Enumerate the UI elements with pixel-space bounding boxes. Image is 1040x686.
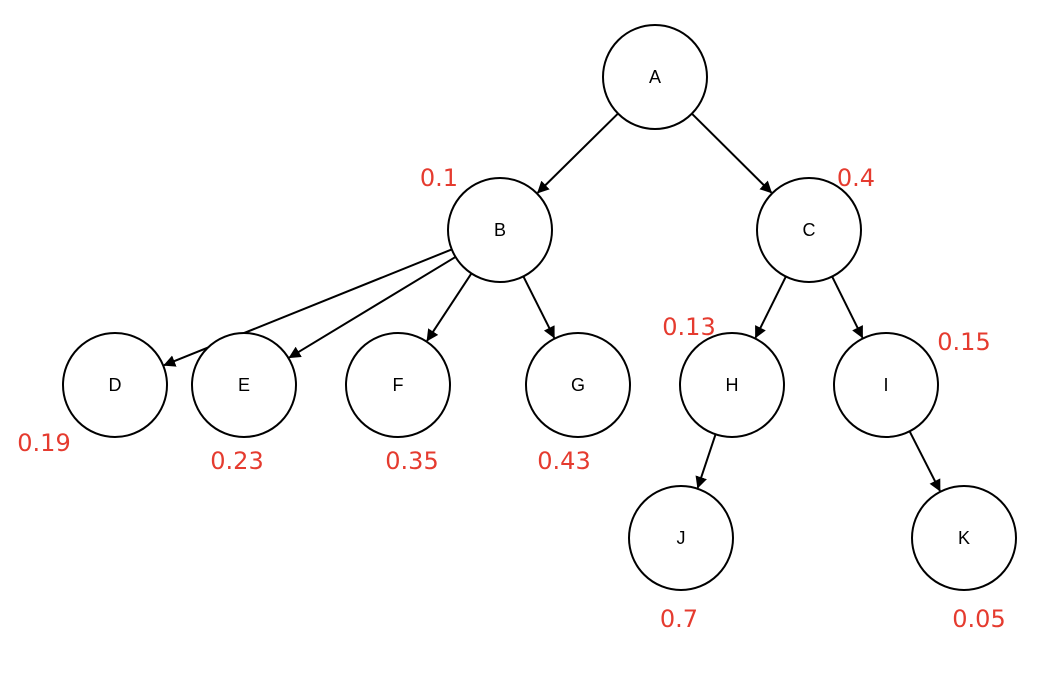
node-circle	[345, 332, 451, 438]
edge-c-h	[754, 276, 787, 339]
edge-i-k	[908, 430, 941, 492]
node-label: G	[571, 375, 585, 395]
weight-label-k: 0.05	[952, 605, 1005, 633]
node-circle	[833, 332, 939, 438]
node-label: H	[726, 375, 739, 395]
node-label: F	[393, 375, 404, 395]
node-circle	[911, 485, 1017, 591]
weights-layer: 0.1 0.4 0.19 0.23 0.35 0.43 0.13 0.15 0.7 0.05	[17, 164, 1005, 633]
edge-a-c	[691, 112, 773, 194]
node-j: J	[628, 485, 734, 591]
node-circle	[191, 332, 297, 438]
node-a: A	[602, 24, 708, 130]
node-circle	[447, 177, 553, 283]
node-d: D	[62, 332, 168, 438]
weight-label-h: 0.13	[662, 313, 715, 341]
node-label: I	[883, 375, 888, 395]
weight-label-b: 0.1	[420, 164, 458, 192]
node-b: B	[447, 177, 553, 283]
node-label: J	[677, 528, 686, 548]
node-label: K	[958, 528, 970, 548]
node-circle	[62, 332, 168, 438]
weight-label-j: 0.7	[660, 605, 698, 633]
edge-c-i	[831, 276, 864, 339]
node-circle	[628, 485, 734, 591]
node-h: H	[679, 332, 785, 438]
node-circle	[602, 24, 708, 130]
edge-b-g	[522, 276, 556, 339]
weight-label-e: 0.23	[210, 447, 263, 475]
node-label: A	[649, 67, 661, 87]
node-circle	[525, 332, 631, 438]
node-f: F	[345, 332, 451, 438]
node-label: B	[494, 220, 506, 240]
node-i: I	[833, 332, 939, 438]
node-circle	[756, 177, 862, 283]
weight-label-f: 0.35	[385, 447, 438, 475]
node-label: D	[109, 375, 122, 395]
weight-label-i: 0.15	[937, 328, 990, 356]
node-label: E	[238, 375, 250, 395]
node-k: K	[911, 485, 1017, 591]
edge-h-j	[695, 434, 717, 489]
node-circle	[679, 332, 785, 438]
node-c: C	[756, 177, 862, 283]
edge-b-f	[426, 272, 473, 342]
weight-label-g: 0.43	[537, 447, 590, 475]
edges-layer	[163, 112, 941, 492]
node-g: G	[525, 332, 631, 438]
weight-label-c: 0.4	[837, 164, 875, 192]
node-label: C	[803, 220, 816, 240]
nodes-layer: A B C D E F G H I J K	[62, 24, 1017, 591]
edge-a-b	[537, 112, 619, 194]
weight-label-d: 0.19	[17, 429, 70, 457]
edge-b-e	[288, 256, 457, 359]
node-e: E	[191, 332, 297, 438]
